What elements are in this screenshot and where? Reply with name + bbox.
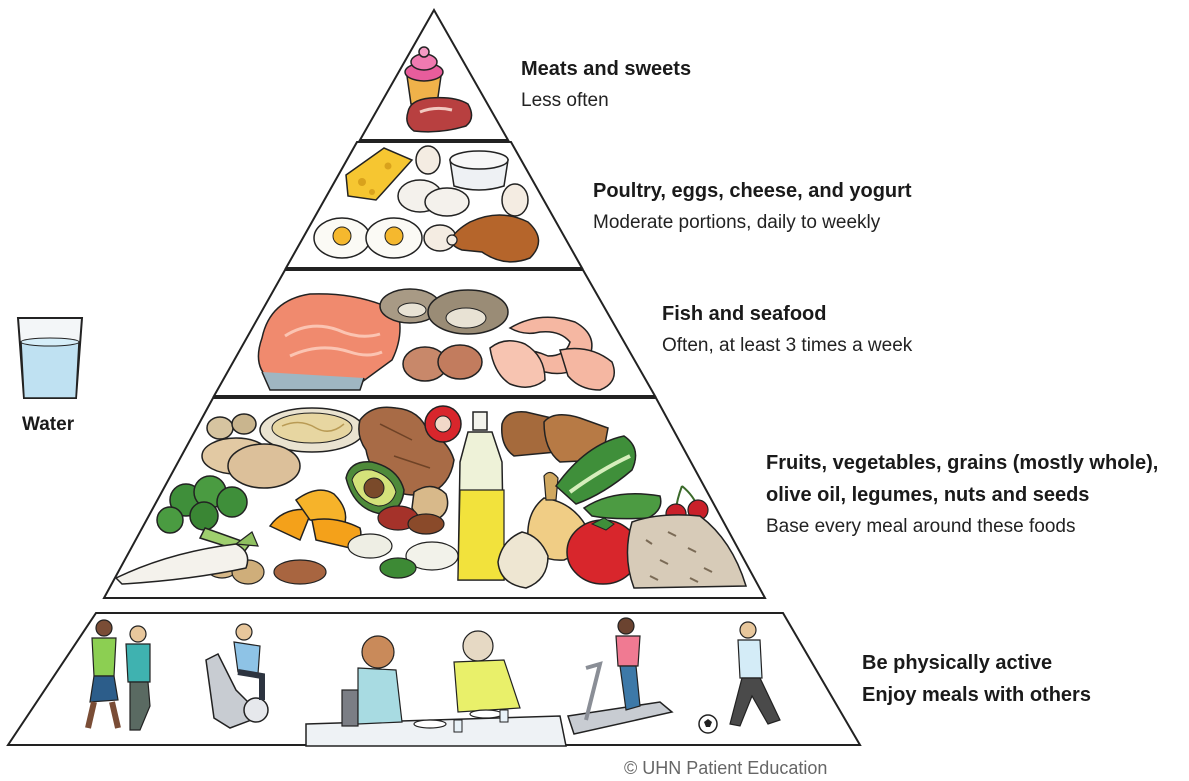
avocado-illustration: [345, 461, 405, 515]
brown-rice-illustration: [626, 514, 748, 589]
tier-subtitle: Often, at least 3 times a week: [662, 335, 913, 356]
exercise-bike-illustration: [205, 623, 269, 729]
salmon-steak-illustration: [257, 293, 401, 391]
tier-title-line: Enjoy meals with others: [862, 684, 1091, 706]
beans-illustration: [347, 505, 459, 579]
tier-title: Meats and sweets: [521, 58, 692, 80]
cupcake-illustration: [404, 46, 444, 105]
daikon-radish-illustration: [114, 531, 259, 585]
tier-title: Fish and seafood: [662, 303, 827, 325]
tier-label-lifestyle: Be physically active Enjoy meals with ot…: [862, 651, 1091, 708]
water-label: Water: [22, 414, 75, 435]
bagels-illustration: [201, 437, 301, 489]
orange-slices-illustration: [268, 489, 362, 549]
jogging-woman-illustration: [729, 621, 781, 727]
bok-choy-illustration: [555, 435, 662, 520]
pasta-bowl-illustration: [259, 407, 365, 453]
tier-title-line: olive oil, legumes, nuts and seeds: [766, 484, 1090, 506]
chicken-drumstick-illustration: [446, 214, 540, 263]
tier-label-meats-sweets: Meats and sweets Less often: [521, 57, 691, 113]
mushrooms-illustration: [206, 413, 257, 440]
tier-title: Poultry, eggs, cheese, and yogurt: [593, 180, 912, 202]
tier-title-line: Be physically active: [862, 652, 1053, 674]
steak-illustration: [406, 96, 473, 133]
cheese-illustration: [345, 147, 414, 201]
tier-subtitle: Base every meal around these foods: [766, 516, 1076, 537]
walking-couple-illustration: [85, 619, 151, 731]
tier-subtitle: Moderate portions, daily to weekly: [593, 212, 881, 233]
tomato-slice-illustration: [424, 405, 462, 443]
tier-subtitle: Less often: [521, 90, 609, 111]
soccer-ball-icon: [698, 714, 718, 734]
shared-meal-table-illustration: [305, 630, 567, 747]
boiled-eggs-illustration: [397, 145, 529, 252]
garlic-illustration: [497, 531, 549, 589]
fried-eggs-illustration: [313, 217, 423, 259]
shrimp-illustration: [489, 316, 615, 391]
yogurt-bowl-illustration: [449, 150, 509, 191]
tier-label-fish: Fish and seafood Often, at least 3 times…: [662, 302, 912, 358]
copyright-credit: © UHN Patient Education: [624, 758, 828, 778]
oysters-illustration: [379, 288, 509, 335]
treadmill-illustration: [567, 617, 674, 735]
tier-title-line: Fruits, vegetables, grains (mostly whole…: [766, 452, 1159, 474]
tier-label-poultry: Poultry, eggs, cheese, and yogurt Modera…: [593, 179, 912, 235]
tier-label-plants: Fruits, vegetables, grains (mostly whole…: [766, 451, 1158, 539]
olive-oil-bottle-illustration: [457, 411, 505, 581]
clams-illustration: [402, 344, 483, 382]
water-glass-icon: [16, 317, 84, 399]
